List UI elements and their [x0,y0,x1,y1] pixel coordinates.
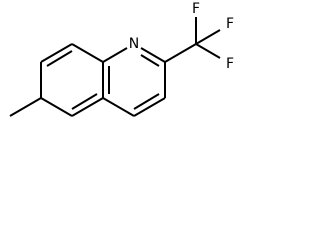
bond-n1-c2-inner [140,54,160,67]
bond-c2-cf3 [164,43,197,63]
bond-c6-c5 [40,97,73,117]
bond-cf3-f-upper-right [195,29,221,45]
pyridine-ring [102,47,166,117]
bond-c3-c4 [133,97,166,117]
bond-c8-c7 [40,43,73,63]
atom-label-fluorine-lower-right: F [226,56,234,72]
bond-n1-c2 [140,47,166,63]
quinoline-structure-drawing: N F F F [9,1,234,117]
benzene-ring [40,43,104,117]
bond-c8a-n1 [102,47,128,63]
bond-c8a-c8 [71,43,104,63]
trifluoromethyl-group [164,17,221,63]
bond-c3-c4-inner [133,93,160,110]
bond-c5-c4a-inner [71,93,98,110]
chemical-structure-canvas: N F F F [0,0,254,134]
bond-c4-c4a [102,97,135,117]
atom-label-nitrogen: N [129,36,139,52]
atom-label-fluorine-upper-right: F [226,16,234,32]
bond-c8-c7-inner [46,50,73,67]
atom-label-fluorine-top: F [192,1,200,17]
bond-methyl [9,97,42,117]
bond-c5-c4a [71,97,104,117]
bond-cf3-f-lower-right [195,43,221,59]
